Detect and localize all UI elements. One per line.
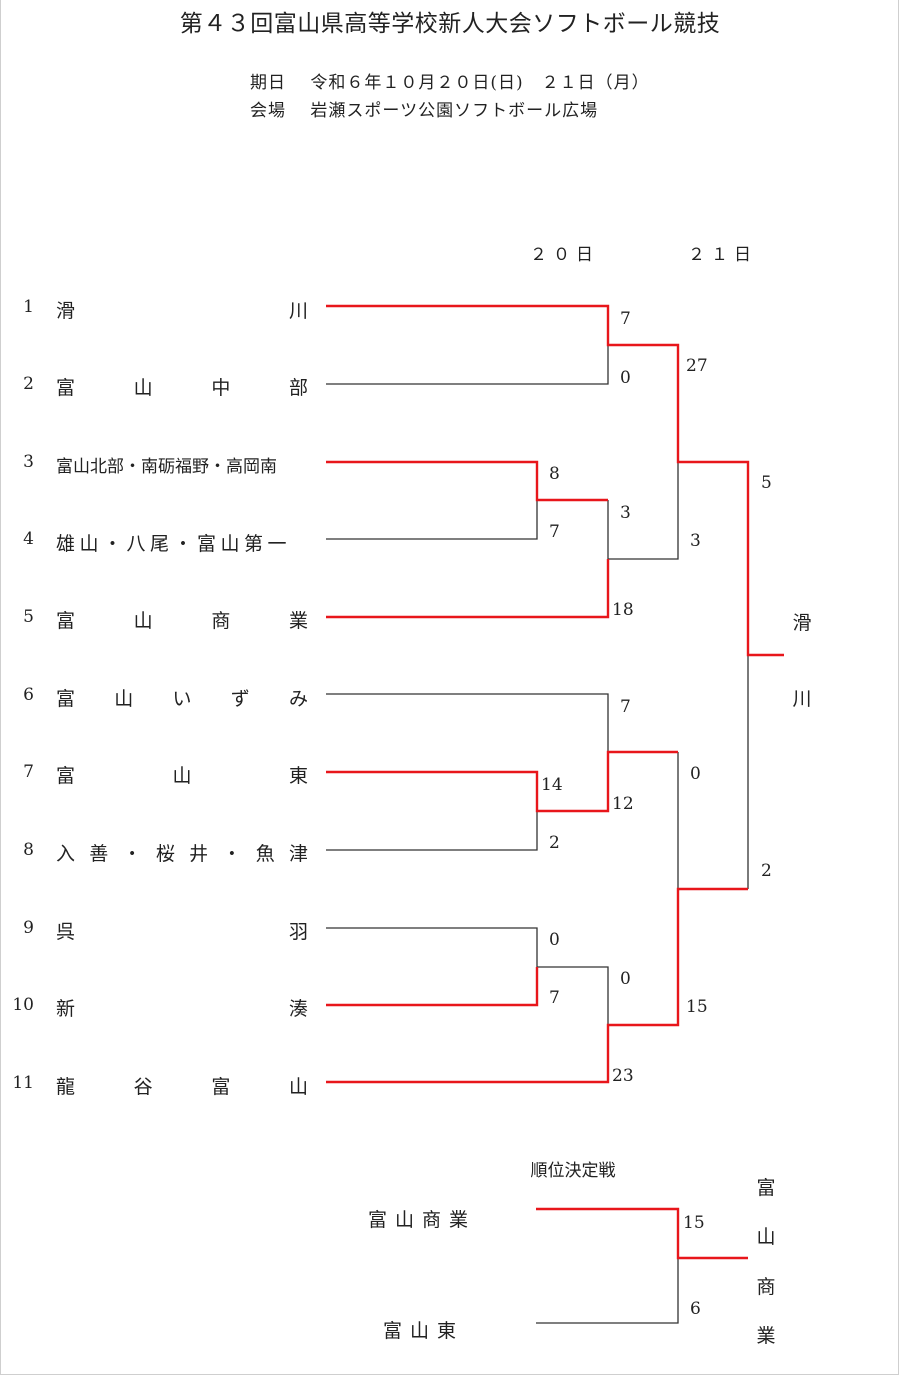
day-header-1: ２０日 — [530, 245, 599, 265]
seed-11: 11 — [12, 1073, 34, 1093]
classification-winner-char-3: 商 — [756, 1276, 776, 1298]
team-name-4: 雄山・八尾・富山第一 — [56, 533, 292, 555]
line-7 — [326, 750, 678, 813]
score-g6-bot: 7 — [549, 988, 560, 1008]
score-g4-bot: 2 — [549, 833, 560, 853]
score-sf1-bot: 3 — [690, 531, 701, 551]
score-g6-top: 0 — [549, 930, 560, 950]
seed-6: 6 — [23, 685, 34, 705]
line-9-10-to-r2 — [537, 966, 609, 1025]
score-g3-top: 3 — [620, 503, 631, 523]
line-2 — [326, 345, 609, 385]
team-name-7: 富山東 — [56, 765, 308, 787]
date-line: 期日 令和６年１０月２０日(日) ２１日（月） — [250, 73, 650, 93]
score-g4-top: 14 — [541, 775, 563, 795]
score-g2-bot: 7 — [549, 522, 560, 542]
venue-line: 会場 岩瀬スポーツ公園ソフトボール広場 — [250, 101, 599, 121]
line-4 — [326, 500, 538, 540]
seed-1: 1 — [23, 297, 34, 317]
line-cls-top — [536, 1207, 748, 1260]
seed-5: 5 — [23, 607, 34, 627]
line-3-4-to-r2 — [607, 462, 679, 560]
line-10 — [326, 967, 539, 1007]
day-header-2: ２１日 — [688, 245, 757, 265]
score-g7-top: 0 — [620, 969, 631, 989]
team-name-6: 富山いずみ — [56, 688, 308, 710]
team-name-5: 富山商業 — [56, 610, 308, 632]
team-name-9: 呉羽 — [56, 921, 308, 943]
loser-lines — [326, 345, 749, 1324]
team-name-3: 富山北部・南砺福野・高岡南 — [56, 457, 277, 477]
score-g1-top: 7 — [620, 309, 631, 329]
team-name-1: 滑川 — [56, 300, 308, 322]
line-5 — [326, 559, 610, 619]
score-g5-bot: 12 — [612, 794, 634, 814]
champion-char-2: 川 — [792, 688, 812, 710]
team-name-10: 新湊 — [56, 998, 308, 1020]
line-1 — [326, 304, 784, 657]
seed-10: 10 — [12, 995, 34, 1015]
score-sf2-top: 0 — [690, 764, 701, 784]
classification-team-bot: 富山東 — [383, 1320, 465, 1342]
line-6 — [326, 693, 609, 752]
line-9 — [326, 927, 538, 967]
line-3 — [326, 460, 608, 502]
seed-9: 9 — [23, 918, 34, 938]
classification-winner-char-2: 山 — [756, 1226, 776, 1248]
seed-8: 8 — [23, 840, 34, 860]
classification-score-top: 15 — [683, 1213, 705, 1233]
score-g3-bot: 18 — [612, 600, 634, 620]
team-name-11: 龍谷富山 — [56, 1076, 308, 1098]
classification-winner-char-1: 富 — [756, 1177, 776, 1199]
seed-4: 4 — [23, 529, 34, 549]
score-g5-top: 7 — [620, 697, 631, 717]
classification-winner-char-4: 業 — [756, 1325, 776, 1347]
classification-header: 順位決定戦 — [530, 1161, 616, 1181]
line-cls-bot — [536, 1258, 679, 1324]
page-title: 第４３回富山県高等学校新人大会ソフトボール競技 — [179, 11, 721, 37]
seed-3: 3 — [23, 452, 34, 472]
team-name-2: 富山中部 — [56, 377, 308, 399]
classification-team-top: 富山商業 — [368, 1209, 477, 1231]
line-11 — [326, 887, 748, 1084]
score-g2-top: 8 — [549, 464, 560, 484]
line-8 — [326, 811, 538, 851]
winner-lines — [326, 304, 784, 1260]
seed-7: 7 — [23, 762, 34, 782]
score-g7-bot: 23 — [612, 1066, 634, 1086]
score-sf2-bot: 15 — [686, 997, 708, 1017]
score-final-top: 5 — [761, 473, 772, 493]
score-g1-bot: 0 — [620, 368, 631, 388]
champion-char-1: 滑 — [792, 612, 812, 634]
seed-2: 2 — [23, 374, 34, 394]
classification-score-bot: 6 — [690, 1299, 701, 1319]
team-name-8: 入善・桜井・魚津 — [56, 843, 308, 865]
score-final-bot: 2 — [761, 861, 772, 881]
score-sf1-top: 27 — [686, 356, 708, 376]
